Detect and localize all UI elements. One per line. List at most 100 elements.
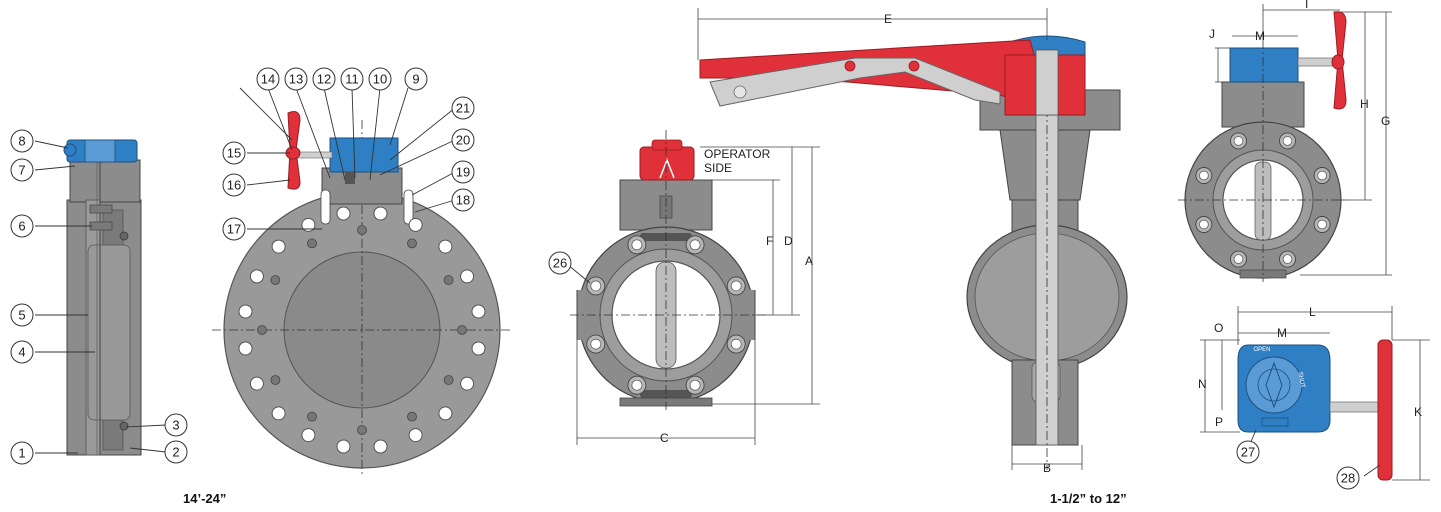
bolt-head xyxy=(407,238,417,249)
callout-9: 9 xyxy=(404,67,428,91)
callout-5: 5 xyxy=(10,303,34,327)
dimension-label-f: F xyxy=(766,234,773,248)
dimension-label-h: H xyxy=(1360,97,1369,111)
callout-label-19: 19 xyxy=(456,165,470,180)
dimension-label-n: N xyxy=(1198,377,1207,391)
callout-1: 1 xyxy=(10,441,34,465)
bolt-hole xyxy=(1317,170,1327,181)
callout-20: 20 xyxy=(451,128,475,152)
bolt-hole xyxy=(730,280,742,292)
bolt-head xyxy=(307,411,317,422)
callout-12: 12 xyxy=(312,67,336,91)
bolt-hole xyxy=(408,428,423,443)
bolt-hole xyxy=(631,379,643,391)
callout-label-15: 15 xyxy=(227,146,241,161)
callout-27: 27 xyxy=(1236,440,1260,464)
front-view-large-valve xyxy=(212,111,512,475)
bolt-hole xyxy=(471,341,486,356)
callout-label-1: 1 xyxy=(18,446,25,461)
bolt-hole xyxy=(238,341,253,356)
callout-6: 6 xyxy=(10,214,34,238)
bolt-hole xyxy=(271,239,286,254)
bolt-hole xyxy=(1282,136,1293,146)
dimension-label-o: O xyxy=(1214,321,1223,335)
callout-26: 26 xyxy=(548,251,572,275)
dimension-label-e: E xyxy=(884,12,892,26)
callout-11: 11 xyxy=(340,67,364,91)
dimension-label-b: B xyxy=(1043,461,1051,475)
bolt-hole xyxy=(590,338,602,350)
bolt-head xyxy=(407,411,417,422)
callout-19: 19 xyxy=(451,160,475,184)
bolt-hole xyxy=(438,406,453,421)
callout-label-8: 8 xyxy=(18,134,25,149)
bolt-hole xyxy=(1199,170,1209,181)
front-view-gear-operator xyxy=(1178,11,1348,282)
section-view-lever-valve xyxy=(699,35,1128,470)
flange-bolt-holes xyxy=(238,206,486,454)
bolt-hole xyxy=(249,269,264,284)
bolt-hole xyxy=(460,269,475,284)
bolt-hole xyxy=(301,428,316,443)
side-view-large-valve xyxy=(63,139,142,456)
dimension-lines xyxy=(576,4,1430,481)
callout-label-26: 26 xyxy=(553,256,567,271)
callout-label-2: 2 xyxy=(172,445,179,460)
operator-side-line1: OPERATOR xyxy=(704,147,771,161)
bolt-hole xyxy=(301,217,316,232)
bolt-hole xyxy=(1199,219,1209,230)
bolt-hole xyxy=(408,217,423,232)
callout-14: 14 xyxy=(256,67,280,91)
top-view-gear-operator xyxy=(1237,339,1393,481)
dimension-label-k: K xyxy=(1414,405,1422,419)
callout-label-6: 6 xyxy=(18,219,25,234)
callout-17: 17 xyxy=(222,217,246,241)
small-valve-bolt-holes xyxy=(586,235,746,395)
dimension-label-g: G xyxy=(1381,114,1390,128)
callout-label-14: 14 xyxy=(261,72,275,87)
bolt-hole xyxy=(336,439,351,454)
bolt-hole xyxy=(471,304,486,319)
bolt-head xyxy=(457,325,467,335)
dimension-label-j: J xyxy=(1209,27,1215,41)
callout-label-10: 10 xyxy=(373,72,387,87)
dimension-label-l: L xyxy=(1309,305,1316,319)
bolt-hole xyxy=(373,439,388,454)
callout-label-18: 18 xyxy=(456,193,470,208)
dimension-label-a: A xyxy=(805,254,813,268)
callout-13: 13 xyxy=(284,67,308,91)
operator-side-line2: SIDE xyxy=(704,161,732,175)
dimension-label-p: P xyxy=(1215,415,1223,429)
callout-label-13: 13 xyxy=(289,72,303,87)
bolt-hole xyxy=(631,239,643,251)
callout-4: 4 xyxy=(10,340,34,364)
callout-label-12: 12 xyxy=(317,72,331,87)
callout-21: 21 xyxy=(451,96,475,120)
callout-3: 3 xyxy=(164,413,188,437)
callout-18: 18 xyxy=(451,188,475,212)
bolt-hole xyxy=(1233,254,1244,264)
bolt-hole xyxy=(1317,219,1327,230)
dimension-label-c: C xyxy=(660,431,669,445)
callout-15: 15 xyxy=(222,141,246,165)
gear-view-bolt-holes xyxy=(1195,132,1331,268)
bolt-head xyxy=(270,375,281,385)
caption-large-valves: 14’-24” xyxy=(183,491,226,506)
bolt-hole xyxy=(438,239,453,254)
bolt-head xyxy=(270,275,281,285)
bolt-hole xyxy=(1282,254,1293,264)
bolt-hole xyxy=(590,280,602,292)
bolt-head xyxy=(443,375,454,385)
callout-label-17: 17 xyxy=(227,222,241,237)
callout-label-21: 21 xyxy=(456,101,470,116)
bolt-head xyxy=(257,325,267,335)
bolt-hole xyxy=(336,206,351,221)
bolt-hole xyxy=(1233,136,1244,146)
callout-label-20: 20 xyxy=(456,133,470,148)
callout-label-11: 11 xyxy=(345,72,359,87)
callout-leaders xyxy=(34,87,1381,477)
dimension-label-m-top: M xyxy=(1255,29,1265,43)
front-view-small-valve xyxy=(570,130,770,410)
